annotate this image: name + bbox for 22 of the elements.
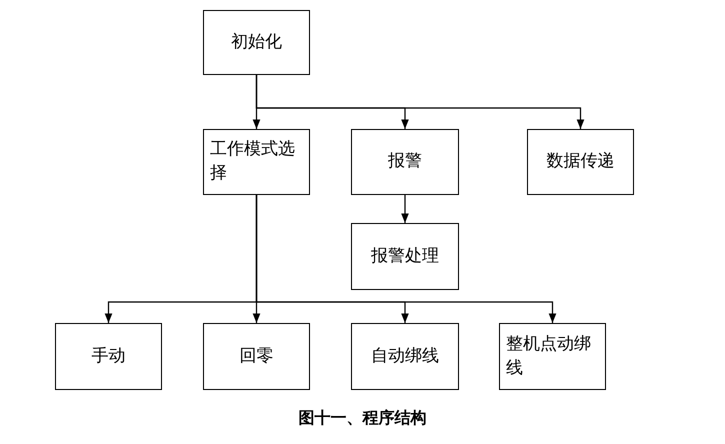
box-label: 自动绑线 xyxy=(371,344,439,368)
figure-caption: 图十一、程序结构 xyxy=(298,408,426,427)
process-box xyxy=(55,323,162,390)
connector-arrow xyxy=(256,75,584,129)
connector-arrow xyxy=(256,195,556,323)
process-box xyxy=(203,323,310,390)
process-box xyxy=(203,10,310,75)
box-label: 回零 xyxy=(240,344,274,368)
process-box xyxy=(351,129,459,195)
process-box xyxy=(203,129,310,195)
box-label: 数据传递 xyxy=(546,150,614,174)
box-label: 整机点动绑线 xyxy=(506,332,592,380)
process-box xyxy=(527,129,634,195)
box-label: 手动 xyxy=(92,344,126,368)
process-box xyxy=(499,323,606,390)
process-box xyxy=(351,323,459,390)
box-label: 工作模式选择 xyxy=(210,138,296,185)
process-box xyxy=(351,223,459,290)
connector-arrow xyxy=(401,195,409,223)
box-label: 报警处理 xyxy=(371,244,439,268)
box-label: 报警 xyxy=(388,150,422,174)
box-label: 初始化 xyxy=(231,30,282,54)
